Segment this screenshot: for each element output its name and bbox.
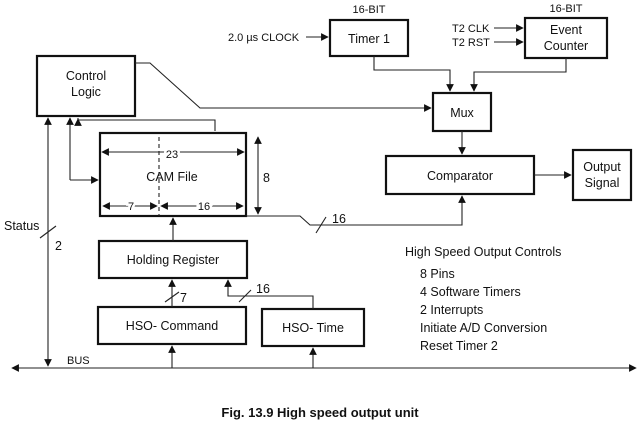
cam-width-label: 23 — [166, 149, 178, 161]
hso-time-block: HSO- Time — [260, 307, 366, 348]
control-to-mux-wire — [135, 62, 432, 112]
hso-command-block: HSO- Command — [96, 305, 248, 346]
controls-title: High Speed Output Controls — [405, 245, 561, 259]
control-logic-label-1: Control — [66, 69, 106, 83]
figure-caption: Fig. 13.9 High speed output unit — [221, 405, 419, 420]
comparator-label: Comparator — [427, 169, 493, 183]
timer1-to-mux-wire — [373, 56, 454, 92]
controls-list: 8 Pins 4 Software Timers 2 Interrupts In… — [420, 267, 547, 353]
timer1-bits-label: 16-BIT — [352, 4, 385, 16]
time-bus-width: 16 — [256, 282, 270, 296]
clock-label: 2.0 µs CLOCK — [228, 32, 300, 44]
t2rst-label: T2 RST — [452, 37, 490, 49]
time-bus-slash — [238, 289, 252, 303]
control-logic-label-2: Logic — [71, 85, 101, 99]
timer1-label: Timer 1 — [348, 32, 390, 46]
comparator-block: Comparator — [384, 154, 536, 196]
cam-file-block: CAM File — [98, 131, 248, 218]
holding-register-block: Holding Register — [97, 239, 249, 280]
bus-label: BUS — [67, 355, 90, 367]
cam-height-label: 8 — [263, 171, 270, 185]
output-signal-label-2: Signal — [585, 176, 620, 190]
status-bus-slash — [39, 225, 57, 239]
status-width-label: 2 — [55, 239, 62, 253]
cam-to-control-wire — [77, 118, 216, 131]
cam-right-label: 16 — [198, 201, 210, 213]
output-signal-block: Output Signal — [571, 148, 633, 202]
controls-item: Initiate A/D Conversion — [420, 321, 547, 335]
command-bus-width: 7 — [180, 291, 187, 305]
controls-item: 4 Software Timers — [420, 285, 521, 299]
cam-comparator-slash — [315, 216, 327, 234]
control-logic-block: Control Logic — [35, 54, 137, 118]
comparator-bus-width: 16 — [332, 212, 346, 226]
time-to-holding-wire — [224, 279, 314, 309]
mux-block: Mux — [431, 91, 493, 133]
event-counter-label-1: Event — [550, 23, 582, 37]
controls-item: 2 Interrupts — [420, 303, 483, 317]
event-counter-bits-label: 16-BIT — [549, 3, 582, 15]
holding-register-label: Holding Register — [127, 253, 219, 267]
command-bus-slash — [164, 291, 180, 303]
hso-time-label: HSO- Time — [282, 321, 344, 335]
hso-command-label: HSO- Command — [126, 319, 218, 333]
cam-left-label: 7 — [128, 201, 134, 213]
cam-to-comparator-bus — [246, 195, 466, 226]
mux-label: Mux — [450, 106, 474, 120]
status-label: Status — [4, 219, 39, 233]
event-counter-label-2: Counter — [544, 39, 588, 53]
event-counter-block: Event Counter — [523, 16, 609, 60]
cam-file-label: CAM File — [146, 170, 197, 184]
counter-to-mux-wire — [470, 58, 567, 92]
controls-item: 8 Pins — [420, 267, 455, 281]
controls-item: Reset Timer 2 — [420, 339, 498, 353]
timer1-block: Timer 1 — [328, 18, 410, 58]
t2clk-label: T2 CLK — [452, 23, 490, 35]
output-signal-label-1: Output — [583, 160, 621, 174]
